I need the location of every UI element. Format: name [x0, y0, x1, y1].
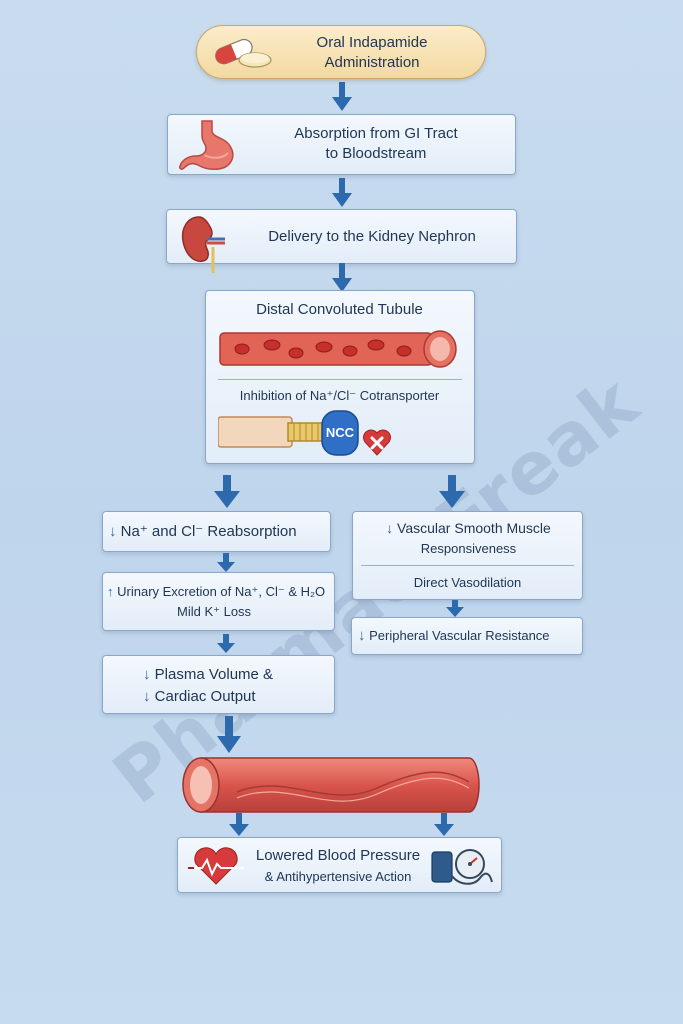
resistance-label: ↓ Peripheral Vascular Resistance — [358, 627, 550, 644]
plasma-volume-box: ↓ Plasma Volume & ↓ Cardiac Output — [102, 655, 335, 714]
direct-vasodilation-label: Direct Vasodilation — [413, 575, 522, 590]
urinary-excretion-box: ↑ Urinary Excretion of Na⁺, Cl⁻ & H₂O Mi… — [102, 572, 335, 631]
flow-arrow — [332, 82, 352, 111]
flow-arrow — [434, 813, 454, 836]
dct-title: Distal Convoluted Tubule — [256, 301, 423, 318]
flow-arrow — [214, 475, 240, 508]
plasma-label: ↓ Plasma Volume & ↓ Cardiac Output — [143, 666, 274, 705]
oral-administration-box: Oral Indapamide Administration — [196, 25, 486, 79]
red-blood-cells-icon — [219, 330, 457, 368]
reabsorption-box: ↓ Na⁺ and Cl⁻ Reabsorption — [102, 511, 331, 552]
vascular-smooth-muscle-box: ↓ Vascular Smooth Muscle Responsiveness … — [352, 511, 583, 600]
down-arrow-icon: ↓ — [109, 523, 117, 540]
down-arrow-icon: ↓ — [143, 688, 151, 705]
flow-arrow — [217, 553, 235, 572]
outcome-box: Lowered Blood Pressure & Antihypertensiv… — [177, 837, 502, 893]
ncc-label: NCC — [325, 425, 355, 440]
down-arrow-icon: ↓ — [358, 627, 366, 644]
delivery-label: Delivery to the Kidney Nephron — [268, 228, 476, 245]
pill-icon — [215, 38, 272, 68]
oral-administration-label: Oral Indapamide Administration — [316, 34, 428, 71]
absorption-box: Absorption from GI Tract to Bloodstream — [167, 114, 516, 175]
reabsorption-label: ↓ Na⁺ and Cl⁻ Reabsorption — [109, 523, 297, 540]
flow-arrow — [439, 475, 465, 508]
flow-arrow — [217, 716, 241, 753]
blood-pressure-monitor-icon — [431, 849, 493, 885]
absorption-label: Absorption from GI Tract to Bloodstream — [294, 125, 458, 162]
flow-arrow — [217, 634, 235, 653]
distal-convoluted-tubule-box: Distal Convoluted Tubule Inhibition of N… — [205, 290, 475, 464]
inhibit-x-icon — [363, 429, 391, 456]
down-arrow-icon: ↓ — [143, 666, 151, 683]
blood-vessel-icon — [182, 757, 480, 813]
stomach-icon — [179, 120, 234, 170]
ncc-transporter-icon — [218, 410, 359, 456]
separator — [218, 379, 462, 380]
excretion-label: ↑ Urinary Excretion of Na⁺, Cl⁻ & H₂O Mi… — [107, 584, 326, 619]
up-arrow-icon: ↑ — [107, 584, 114, 599]
flow-arrow — [332, 178, 352, 207]
heart-icon — [188, 847, 244, 885]
down-arrow-icon: ↓ — [386, 520, 394, 536]
kidney-icon — [181, 216, 225, 273]
outcome-label: Lowered Blood Pressure & Antihypertensiv… — [255, 847, 421, 884]
flow-arrow — [446, 600, 464, 617]
inhibition-label: Inhibition of Na⁺/Cl⁻ Cotransporter — [239, 388, 440, 403]
peripheral-resistance-box: ↓ Peripheral Vascular Resistance — [351, 617, 583, 655]
flow-arrow — [332, 263, 352, 292]
delivery-box: Delivery to the Kidney Nephron — [166, 209, 517, 273]
separator — [361, 565, 574, 566]
vascular-label: ↓ Vascular Smooth Muscle Responsiveness — [386, 520, 551, 556]
flow-arrow — [229, 813, 249, 836]
